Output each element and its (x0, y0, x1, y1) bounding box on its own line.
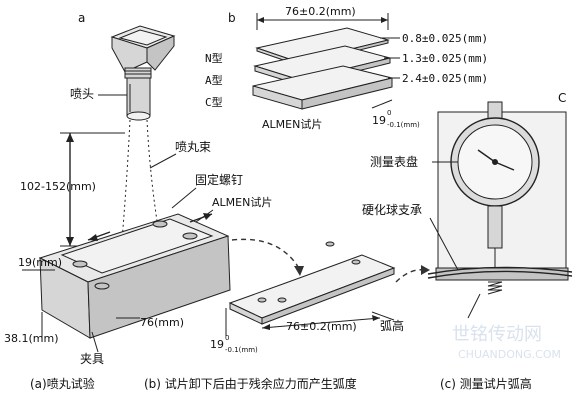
arc-height-leader (371, 311, 395, 321)
width-main-bent: 19 (210, 338, 224, 351)
width-sub-b: -0.1(mm) (387, 121, 420, 129)
fixing-screw-label: 固定螺钉 (195, 172, 243, 187)
watermark-cn: 世铭传动网 (452, 324, 542, 345)
nozzle-hopper (110, 25, 176, 79)
watermark-en: CHUANDONG.COM (458, 348, 561, 361)
almen-strip-label-a: ALMEN试片 (212, 196, 272, 209)
caption-b: (b) 试片卸下后由于残余应力而产生弧度 (144, 376, 357, 391)
fixing-screw-leader (171, 187, 197, 209)
fixture-block (38, 213, 231, 339)
bent-strip (228, 241, 396, 325)
width-label-a: 19(mm) (18, 256, 62, 269)
nozzle-body (126, 77, 151, 121)
dial-gauge (450, 101, 540, 207)
caption-a: (a)喷丸试验 (30, 376, 95, 391)
thickness-label-n: 0.8±0.025(mm) (402, 32, 488, 45)
ball-support-base (427, 266, 573, 319)
length-dimension-bent (261, 315, 381, 330)
flow-arrowhead-b-to-c (421, 265, 430, 275)
length-dimension-b (256, 13, 389, 30)
thickness-label-a: 1.3±0.025(mm) (402, 52, 488, 65)
panel-a-letter: a (78, 11, 85, 25)
width-sup-b: 0 (387, 109, 391, 117)
width-sup-bent: 0 (225, 334, 229, 342)
nozzle-label: 喷头 (70, 87, 94, 101)
ball-support-label: 硬化球支承 (362, 203, 422, 217)
dial-gauge-label: 测量表盘 (370, 154, 418, 169)
flow-arrowhead-a-to-b (294, 266, 304, 276)
length-label-bent: 76±0.2(mm) (286, 320, 357, 333)
flow-arrow-a-to-b (231, 238, 301, 271)
flow-arrow-b-to-c (395, 269, 426, 283)
shot-stream-leader (149, 153, 177, 169)
shot-stream-label: 喷丸束 (175, 140, 211, 154)
height-label-a: 38.1(mm) (4, 332, 59, 345)
width-sub-bent: -0.1(mm) (225, 346, 258, 354)
strip-stack (252, 27, 393, 110)
fixture-label: 夹具 (80, 352, 104, 366)
distance-label: 102-152(mm) (20, 180, 96, 193)
width-main-b: 19 (372, 114, 386, 127)
length-label-a: 76(mm) (140, 316, 184, 329)
caption-c: (c) 测量试片弧高 (440, 376, 532, 391)
strip-label-b: ALMEN试片 (262, 118, 322, 131)
panel-c-letter: C (558, 91, 566, 105)
length-label-b: 76±0.2(mm) (285, 5, 356, 18)
fixture-leader (91, 331, 99, 353)
arc-height-label: 弧高 (380, 318, 404, 333)
gauge-stem (487, 205, 503, 249)
type-label-n: N型 (205, 51, 223, 65)
panel-b-letter: b (228, 11, 236, 25)
thickness-label-c: 2.4±0.025(mm) (402, 72, 488, 85)
type-label-c: C型 (205, 95, 223, 109)
width-dim-line-b (371, 99, 393, 109)
type-label-a: A型 (205, 73, 223, 87)
ball-support-leader (429, 217, 459, 271)
